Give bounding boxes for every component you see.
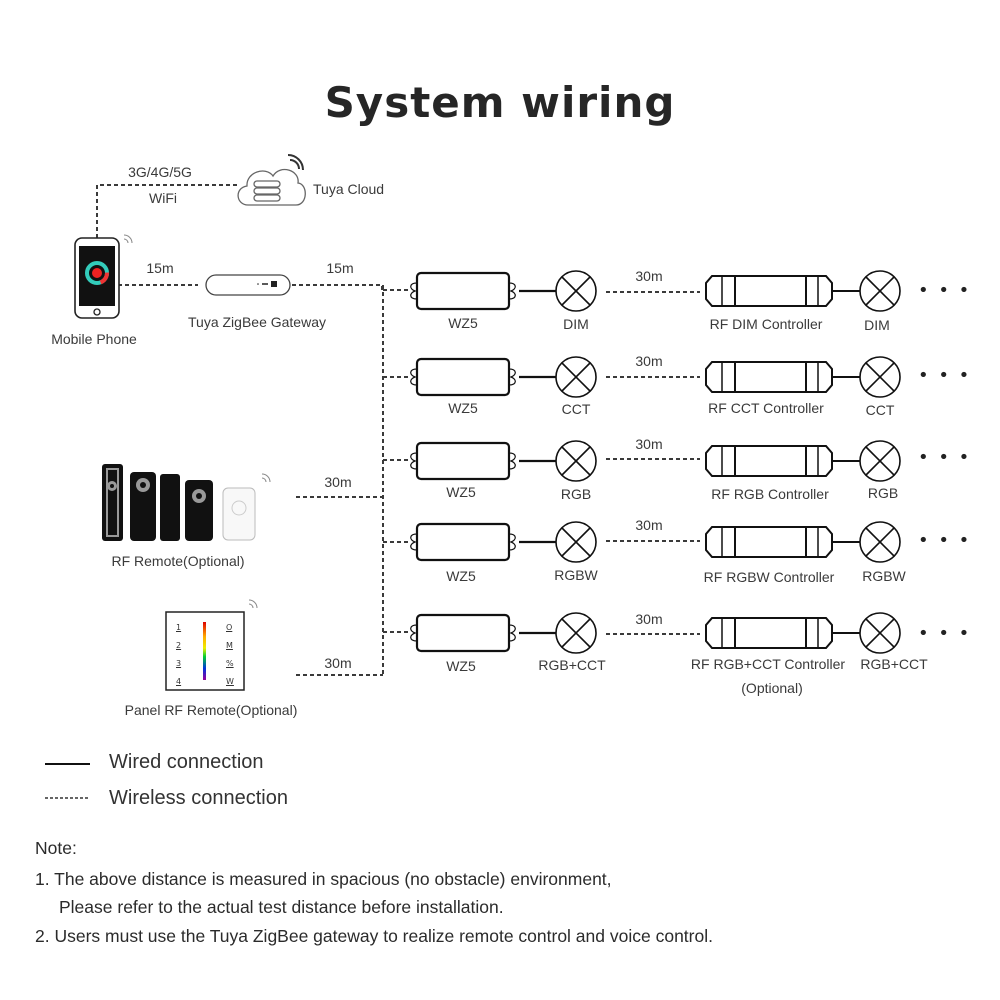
note-item: 1. The above distance is measured in spa… bbox=[35, 869, 612, 889]
module-connector bbox=[508, 282, 516, 300]
panel-key: W bbox=[226, 677, 234, 686]
mobile-phone-icon bbox=[74, 234, 133, 319]
rf-distance: 30m bbox=[635, 353, 663, 369]
wz5-module-icon bbox=[415, 613, 511, 653]
panel-key: 4 bbox=[176, 677, 182, 686]
rf-remote-label: RF Remote(Optional) bbox=[111, 553, 245, 569]
rf-distance: 30m bbox=[635, 611, 663, 627]
phone-cloud-link bbox=[96, 184, 240, 238]
rf-remote-icons bbox=[102, 464, 271, 541]
page-title: System wiring bbox=[324, 78, 676, 127]
cloud-icon bbox=[237, 154, 306, 206]
end-light-label: CCT bbox=[865, 402, 895, 418]
gateway-trunk-link bbox=[292, 284, 383, 290]
wireless-links bbox=[96, 184, 700, 676]
rf-controller-icon bbox=[705, 445, 833, 477]
light-cross bbox=[865, 276, 895, 306]
controller-label: RF DIM Controller bbox=[709, 316, 823, 332]
rf-distance: 30m bbox=[635, 268, 663, 284]
module-connector bbox=[410, 368, 418, 386]
rf-controller-icon bbox=[705, 617, 833, 649]
end-light-label: RGB+CCT bbox=[860, 656, 928, 672]
more-indicator: • • • bbox=[918, 447, 972, 468]
end-light-label: RGBW bbox=[862, 568, 906, 584]
more-indicator: • • • bbox=[918, 530, 972, 551]
legend-wireless-label: Wireless connection bbox=[109, 787, 288, 809]
light-label: DIM bbox=[563, 316, 589, 332]
note-heading: Note: bbox=[35, 838, 77, 858]
wz5-module-icon bbox=[415, 441, 511, 481]
network-label-1: 3G/4G/5G bbox=[128, 164, 192, 180]
panel-left-keys: 1 2 3 4 bbox=[176, 619, 181, 691]
light-cross bbox=[865, 527, 895, 557]
legend-wired-label: Wired connection bbox=[109, 751, 264, 773]
controller-label: RF RGB Controller bbox=[711, 486, 829, 502]
light-cross bbox=[561, 618, 591, 648]
note-item: Please refer to the actual test distance… bbox=[59, 897, 504, 917]
panel-key: M bbox=[226, 641, 233, 650]
gateway-label: Tuya ZigBee Gateway bbox=[188, 314, 326, 330]
note-item: 2. Users must use the Tuya ZigBee gatewa… bbox=[35, 926, 713, 946]
rf-distance: 30m bbox=[635, 436, 663, 452]
controller-label: RF RGBW Controller bbox=[703, 569, 835, 585]
gateway-wz5-distance: 15m bbox=[326, 260, 354, 276]
module-connector bbox=[410, 282, 418, 300]
rf-controller-icon bbox=[705, 361, 833, 393]
light-cross bbox=[561, 527, 591, 557]
panel-key: 1 bbox=[176, 623, 182, 632]
module-label: WZ5 bbox=[448, 315, 478, 331]
cloud-label: Tuya Cloud bbox=[313, 181, 385, 197]
module-connector bbox=[508, 368, 516, 386]
gateway-icon bbox=[205, 274, 291, 296]
light-cross bbox=[561, 362, 591, 392]
module-connector bbox=[508, 452, 516, 470]
end-light-label: DIM bbox=[864, 317, 890, 333]
rf-remote-distance: 30m bbox=[324, 474, 352, 490]
light-cross bbox=[561, 276, 591, 306]
phone-label: Mobile Phone bbox=[51, 331, 137, 347]
light-label: RGB+CCT bbox=[538, 657, 606, 673]
rf-controller-icon bbox=[705, 275, 833, 307]
phone-gateway-distance: 15m bbox=[146, 260, 174, 276]
module-label: WZ5 bbox=[446, 568, 476, 584]
wz5-module-icon bbox=[415, 271, 511, 311]
module-label: WZ5 bbox=[446, 484, 476, 500]
rf-controller-icon bbox=[705, 526, 833, 558]
controller-label: RF RGB+CCT Controller bbox=[690, 656, 846, 672]
end-light-label: RGB bbox=[867, 485, 899, 501]
panel-key: % bbox=[226, 659, 234, 668]
panel-key: 3 bbox=[176, 659, 182, 668]
controller-note: (Optional) bbox=[741, 680, 803, 696]
panel-key: 2 bbox=[176, 641, 182, 650]
module-connector bbox=[410, 452, 418, 470]
module-label: WZ5 bbox=[448, 400, 478, 416]
module-connector bbox=[410, 533, 418, 551]
network-label-2: WiFi bbox=[149, 190, 177, 206]
more-indicator: • • • bbox=[918, 623, 972, 644]
module-connector bbox=[508, 533, 516, 551]
light-label: RGBW bbox=[554, 567, 598, 583]
panel-remote-label: Panel RF Remote(Optional) bbox=[124, 702, 298, 718]
panel-right-keys: O M % W bbox=[226, 619, 234, 691]
light-cross bbox=[865, 446, 895, 476]
light-cross bbox=[865, 362, 895, 392]
more-indicator: • • • bbox=[918, 280, 972, 301]
module-connector bbox=[410, 624, 418, 642]
more-indicator: • • • bbox=[918, 365, 972, 386]
controller-label: RF CCT Controller bbox=[708, 400, 824, 416]
light-label: CCT bbox=[561, 401, 591, 417]
wz5-module-icon bbox=[415, 357, 511, 397]
panel-key: O bbox=[226, 623, 233, 632]
wz5-module-icon bbox=[415, 522, 511, 562]
module-label: WZ5 bbox=[446, 658, 476, 674]
light-label: RGB bbox=[560, 486, 592, 502]
light-cross bbox=[865, 618, 895, 648]
light-cross bbox=[561, 446, 591, 476]
panel-remote-distance: 30m bbox=[324, 655, 352, 671]
module-connector bbox=[508, 624, 516, 642]
rf-distance: 30m bbox=[635, 517, 663, 533]
panel-remote-icon bbox=[165, 599, 258, 691]
